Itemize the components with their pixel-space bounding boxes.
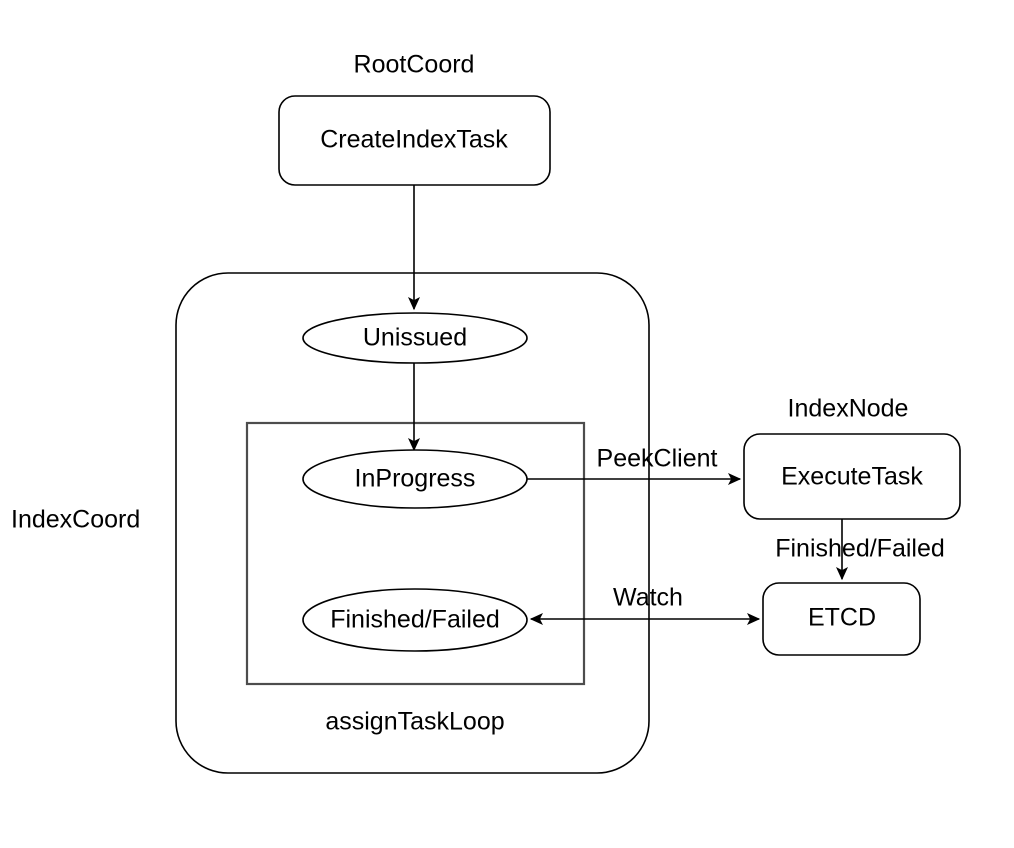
etcd-box[interactable] [762,582,921,656]
unissued-label: Unissued [363,324,467,352]
unissued-ellipse[interactable] [302,312,528,364]
root-coord-label: RootCoord [354,51,475,79]
finished-failed-ellipse[interactable] [302,588,528,652]
node-execute-task[interactable]: ExecuteTask [743,433,961,520]
in-progress-ellipse[interactable] [302,449,528,509]
edge-label-watch: Watch [613,584,683,612]
group-index-coord: IndexCoord [11,272,650,774]
edge-label-finished-failed: Finished/Failed [775,535,945,563]
in-progress-label: InProgress [355,465,476,493]
etcd-label: ETCD [808,604,876,632]
node-in-progress[interactable]: InProgress [302,449,528,509]
node-finished-failed[interactable]: Finished/Failed [302,588,528,652]
node-etcd[interactable]: ETCD [762,582,921,656]
assign-task-loop-label: assignTaskLoop [325,708,504,736]
node-create-index-task[interactable]: CreateIndexTask [278,95,551,186]
edge-label-peekclient: PeekClient [597,445,718,473]
create-index-task-box[interactable] [278,95,551,186]
create-index-task-label: CreateIndexTask [320,126,508,154]
edge-layer [408,185,848,625]
execute-task-box[interactable] [743,433,961,520]
index-coord-container [175,272,650,774]
edge-label-layer: PeekClient Finished/Failed Watch [597,445,945,612]
assign-task-loop-container [245,421,586,686]
execute-task-label: ExecuteTask [781,463,923,491]
index-node-label: IndexNode [788,395,909,423]
finished-failed-label: Finished/Failed [330,606,500,634]
node-unissued[interactable]: Unissued [302,312,528,364]
index-coord-label: IndexCoord [11,506,140,534]
group-assign-task-loop: assignTaskLoop [245,421,586,736]
